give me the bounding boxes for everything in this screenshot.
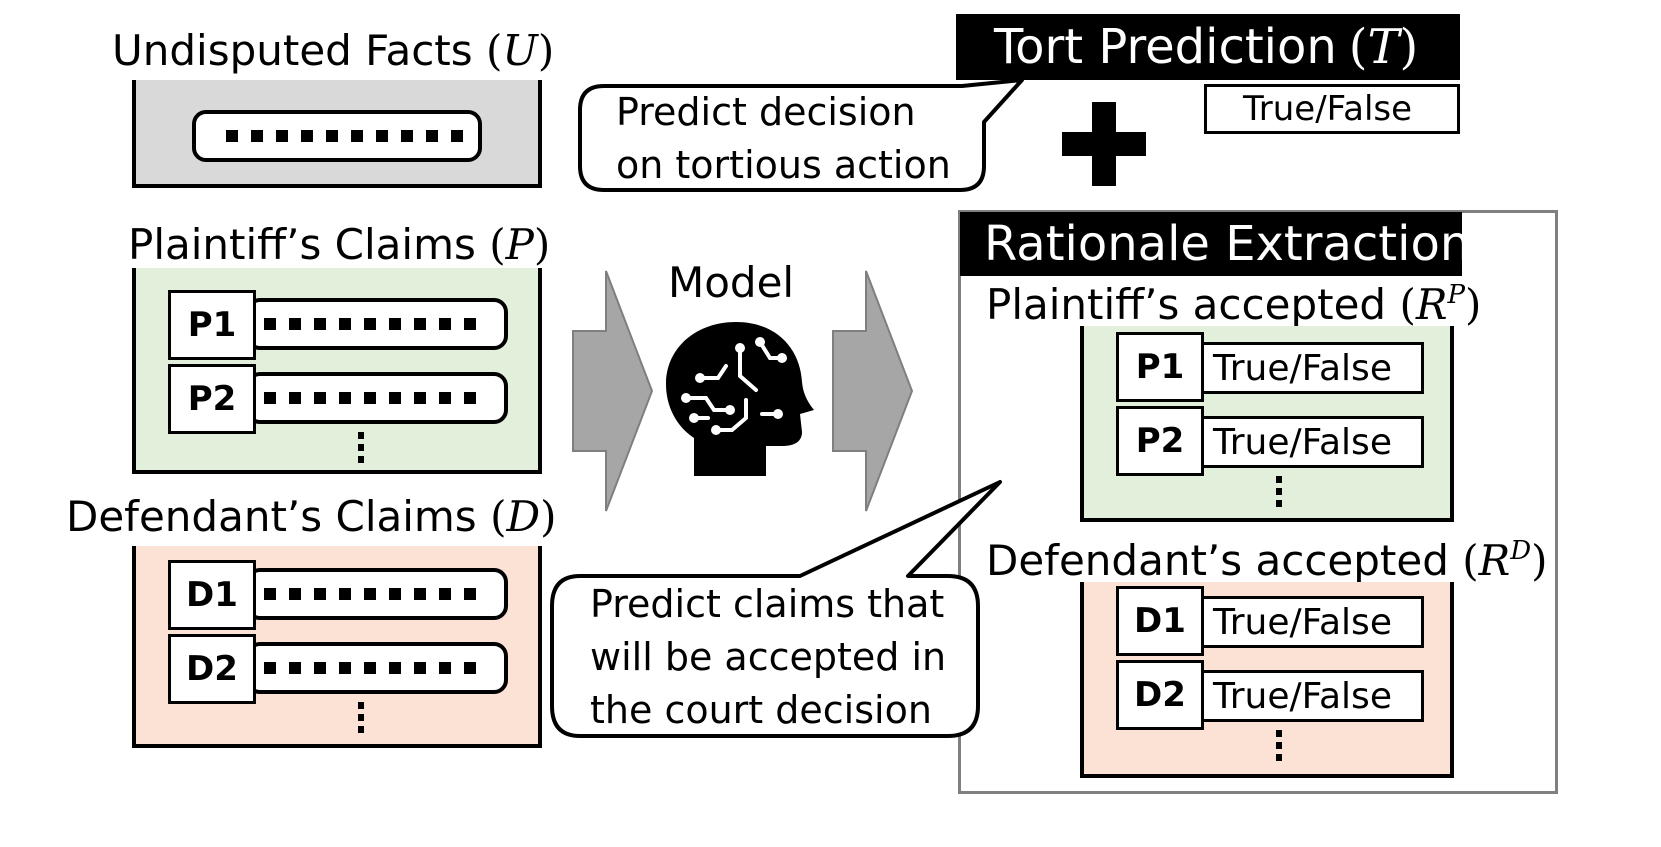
defendant-var: D bbox=[506, 492, 541, 541]
claim-tag-p2: P2 bbox=[168, 364, 256, 434]
defendant-var-close: ) bbox=[540, 492, 557, 541]
plaintiff-var-close: ) bbox=[533, 220, 551, 269]
claim-placeholder bbox=[264, 392, 476, 404]
claim-tag-d1: D1 bbox=[168, 560, 256, 630]
facts-var-open: ( bbox=[486, 26, 503, 75]
more-claims-ellipsis bbox=[358, 432, 364, 468]
plaintiff-title: Plaintiff’s Claims (P) bbox=[128, 224, 550, 266]
facts-label: Undisputed Facts bbox=[112, 26, 473, 75]
claim-placeholder bbox=[264, 662, 476, 674]
accepted-tag-p1: P1 bbox=[1116, 332, 1204, 402]
accepted-value-d1: True/False bbox=[1198, 596, 1424, 648]
tort-label: Tort Prediction bbox=[994, 19, 1337, 75]
plaintiff-accepted-label: Plaintiff’s accepted bbox=[986, 280, 1387, 329]
defendant-panel: D1 D2 bbox=[132, 546, 542, 748]
facts-title: Undisputed Facts (U) bbox=[112, 30, 554, 72]
rd-var: R bbox=[1478, 536, 1511, 585]
plaintiff-accepted-title: Plaintiff’s accepted (RP) bbox=[986, 282, 1481, 326]
claims-callout-line-1: Predict claims that bbox=[590, 582, 945, 626]
defendant-accepted-title: Defendant’s accepted (RD) bbox=[986, 538, 1548, 582]
output-arrow-icon bbox=[832, 270, 914, 512]
rp-sup: P bbox=[1447, 279, 1465, 310]
rationale-header: Rationale Extraction bbox=[960, 212, 1470, 276]
defendant-label: Defendant’s Claims bbox=[66, 492, 477, 541]
accepted-value-p1: True/False bbox=[1198, 342, 1424, 394]
tort-var-close: ) bbox=[1399, 19, 1419, 75]
defendant-claim-2-box bbox=[246, 642, 508, 694]
accepted-tag-d1: D1 bbox=[1116, 586, 1204, 656]
more-accepted-ellipsis bbox=[1276, 730, 1282, 766]
facts-var-close: ) bbox=[537, 26, 555, 75]
defendant-title: Defendant’s Claims (D) bbox=[66, 496, 557, 538]
accepted-value-d2: True/False bbox=[1198, 670, 1424, 722]
brain-head-icon bbox=[666, 322, 814, 476]
plus-icon bbox=[1062, 102, 1146, 186]
rd-close: ) bbox=[1531, 536, 1548, 585]
plaintiff-var: P bbox=[505, 220, 534, 269]
defendant-accepted-label: Defendant’s accepted bbox=[986, 536, 1449, 585]
claim-placeholder bbox=[264, 588, 476, 600]
defendant-accepted-panel: True/False D1 True/False D2 bbox=[1080, 582, 1454, 778]
tort-callout-bubble bbox=[578, 78, 1024, 192]
defendant-claim-1-box bbox=[246, 568, 508, 620]
rp-close: ) bbox=[1464, 280, 1482, 329]
tort-header: Tort Prediction (T) bbox=[956, 14, 1460, 80]
plaintiff-panel: P1 P2 bbox=[132, 268, 542, 474]
claim-tag-p1: P1 bbox=[168, 290, 256, 360]
plaintiff-var-open: ( bbox=[489, 220, 506, 269]
plaintiff-claim-2-box bbox=[246, 372, 508, 424]
facts-var: U bbox=[502, 26, 538, 75]
facts-placeholder bbox=[226, 130, 463, 142]
plaintiff-label: Plaintiff’s Claims bbox=[128, 220, 476, 269]
accepted-tag-p2: P2 bbox=[1116, 406, 1204, 476]
rd-sup: D bbox=[1510, 535, 1532, 566]
tort-value-box: True/False bbox=[1204, 84, 1460, 134]
claims-callout-bubble bbox=[550, 480, 1002, 738]
tort-callout-line-1: Predict decision bbox=[616, 90, 916, 134]
model-label: Model bbox=[668, 258, 795, 307]
claims-callout-line-2: will be accepted in bbox=[590, 635, 947, 679]
tort-var-open: ( bbox=[1348, 19, 1368, 75]
rp-var: R bbox=[1415, 280, 1448, 329]
input-arrow-icon bbox=[572, 270, 654, 512]
accepted-value-p2: True/False bbox=[1198, 416, 1424, 468]
tort-callout-line-2: on tortious action bbox=[616, 143, 951, 187]
claim-tag-d2: D2 bbox=[168, 634, 256, 704]
defendant-var-open: ( bbox=[490, 492, 507, 541]
plaintiff-claim-1-box bbox=[246, 298, 508, 350]
plaintiff-accepted-panel: True/False P1 True/False P2 bbox=[1080, 326, 1454, 522]
facts-panel bbox=[132, 80, 542, 188]
claim-placeholder bbox=[264, 318, 476, 330]
rd-open: ( bbox=[1462, 536, 1479, 585]
more-claims-ellipsis bbox=[358, 702, 364, 738]
tort-var: T bbox=[1367, 19, 1400, 75]
tort-callout-text: Predict decision on tortious action bbox=[616, 86, 951, 192]
accepted-tag-d2: D2 bbox=[1116, 660, 1204, 730]
more-accepted-ellipsis bbox=[1276, 476, 1282, 512]
rp-open: ( bbox=[1399, 280, 1416, 329]
claims-callout-text: Predict claims that will be accepted in … bbox=[590, 578, 946, 737]
claims-callout-line-3: the court decision bbox=[590, 688, 932, 732]
facts-text-box bbox=[192, 110, 482, 162]
